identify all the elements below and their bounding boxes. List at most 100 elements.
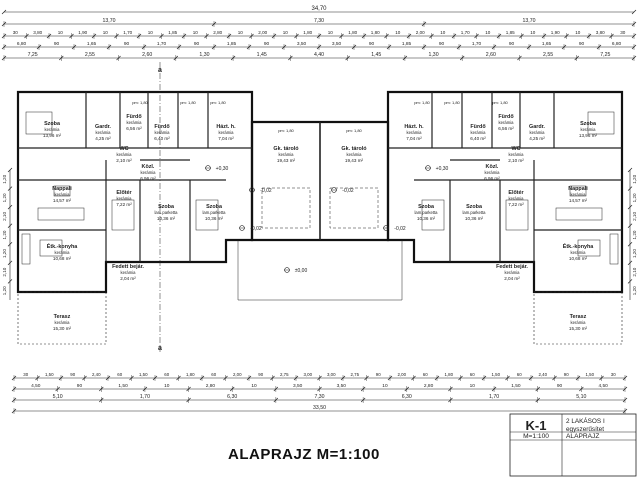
dimension-label: 1,20 — [2, 249, 7, 258]
level-mark: -0,02 — [383, 225, 406, 232]
dimension-label: 90 — [258, 372, 263, 377]
dimension-label: 10 — [440, 30, 446, 35]
dimension-label: 10 — [148, 30, 154, 35]
dimension-label: 60 — [517, 372, 522, 377]
dimension-label: 1,90 — [78, 30, 87, 35]
room-area: 13,96 m² — [579, 133, 598, 138]
level-value: -0,02 — [342, 188, 354, 194]
top-overall-dimension: 34,70 — [1, 6, 637, 15]
room-floor-finish: kerámia — [571, 320, 587, 325]
dimension-label: 1,80 — [303, 30, 312, 35]
dimension-label: 1,80 — [186, 372, 195, 377]
room-area: 6,96 m² — [140, 176, 156, 181]
dimension-label: 6,80 — [17, 41, 27, 47]
dimension-tick — [7, 186, 13, 191]
room-area: 10,36 m² — [205, 216, 224, 221]
bed — [25, 111, 53, 135]
room-floor-finish: kerámia — [571, 250, 587, 255]
dimension-label: 3,00 — [303, 372, 312, 377]
dimension-label: 3,80 — [596, 30, 605, 35]
room-floor-finish: kerámia — [571, 192, 587, 197]
dimension-label: 90 — [77, 383, 83, 389]
title-block-description: egyszerűsítet — [566, 426, 604, 433]
room-area: 10,36 m² — [157, 216, 176, 221]
dimension-label: 3,50 — [337, 383, 347, 389]
dimension-label: 1,20 — [2, 193, 7, 202]
dimension-label: 2,00 — [258, 30, 267, 35]
bed — [505, 199, 529, 231]
room-floor-finish: kerámia — [530, 130, 546, 135]
dimension-label: 90 — [509, 41, 515, 47]
level-value: -0,02 — [250, 226, 262, 232]
dimension-tick — [1, 9, 7, 15]
room-name: Terasz — [570, 314, 587, 320]
dimension-label: 1,20 — [632, 193, 637, 202]
room-name: Közl. — [142, 164, 155, 170]
room-area: 4,25 m² — [95, 136, 111, 141]
dimension-label: 90 — [557, 383, 563, 389]
dimension-label: 2,00 — [397, 372, 406, 377]
room-floor-finish: kerámia — [45, 127, 61, 132]
room-name: Fürdő — [470, 124, 486, 130]
room-area: 15,30 m² — [569, 326, 588, 331]
dimension-label: 10 — [283, 30, 289, 35]
room-floor-finish: kerámia — [55, 320, 71, 325]
bed — [587, 111, 615, 135]
room-name: Szoba — [158, 204, 175, 210]
dimension-tick — [7, 242, 13, 247]
level-mark: ±0,00 — [284, 267, 307, 274]
dimension-label: 10 — [251, 383, 257, 389]
dimension-label: 10 — [382, 383, 388, 389]
room-area: 13,96 m² — [43, 133, 62, 138]
title-block-sheet: ALAPRAJZ — [566, 433, 599, 440]
room-floor-finish: kerámia — [581, 127, 597, 132]
dimension-label: 1,20 — [632, 174, 637, 183]
dimension-label: 60 — [423, 372, 428, 377]
room-name: Terasz — [54, 314, 71, 320]
dimension-label: 2,40 — [92, 372, 101, 377]
dimension-label: 2,10 — [2, 267, 7, 276]
room-floor-finish: kerámia — [279, 152, 295, 157]
dimension-label: 30 — [23, 372, 28, 377]
room-name: Szoba — [418, 204, 435, 210]
level-mark: -0,02 — [331, 187, 354, 194]
room-name: Fürdő — [126, 114, 142, 120]
room-name: Fürdő — [154, 124, 170, 130]
room-floor-finish: kerámia — [55, 250, 71, 255]
room-name: Fürdő — [498, 114, 514, 120]
dimension-label: 90 — [369, 41, 375, 47]
dining-table — [39, 239, 63, 257]
dimension-tick — [7, 204, 13, 210]
kitchen-counter — [609, 233, 619, 265]
dimension-label: 1,70 — [140, 394, 150, 400]
dimension-label: 3,80 — [33, 30, 42, 35]
title-block-project: 2 LAKÁSOS I — [566, 416, 605, 425]
title-block-scale: M=1:100 — [523, 433, 549, 440]
section-marker-bottom: a — [158, 345, 162, 352]
dimension-label: 4,40 — [314, 52, 324, 58]
dimension-label: 10 — [470, 383, 476, 389]
room-name: Gardr. — [95, 124, 111, 130]
room-floor-finish: kerámia — [117, 196, 133, 201]
dimension-label: 10 — [103, 30, 109, 35]
dimension-tick — [7, 167, 13, 173]
dimension-label: 30 — [620, 30, 626, 35]
dimension-label: 1,45 — [257, 52, 267, 58]
room-floor-finish: lam.parketta — [414, 210, 438, 215]
dimension-label: 90 — [376, 372, 381, 377]
dimension-label: 10 — [164, 383, 170, 389]
room-floor-finish: kerámia — [485, 170, 501, 175]
room-name: Közl. — [486, 164, 499, 170]
room-floor-finish: kerámia — [499, 120, 515, 125]
